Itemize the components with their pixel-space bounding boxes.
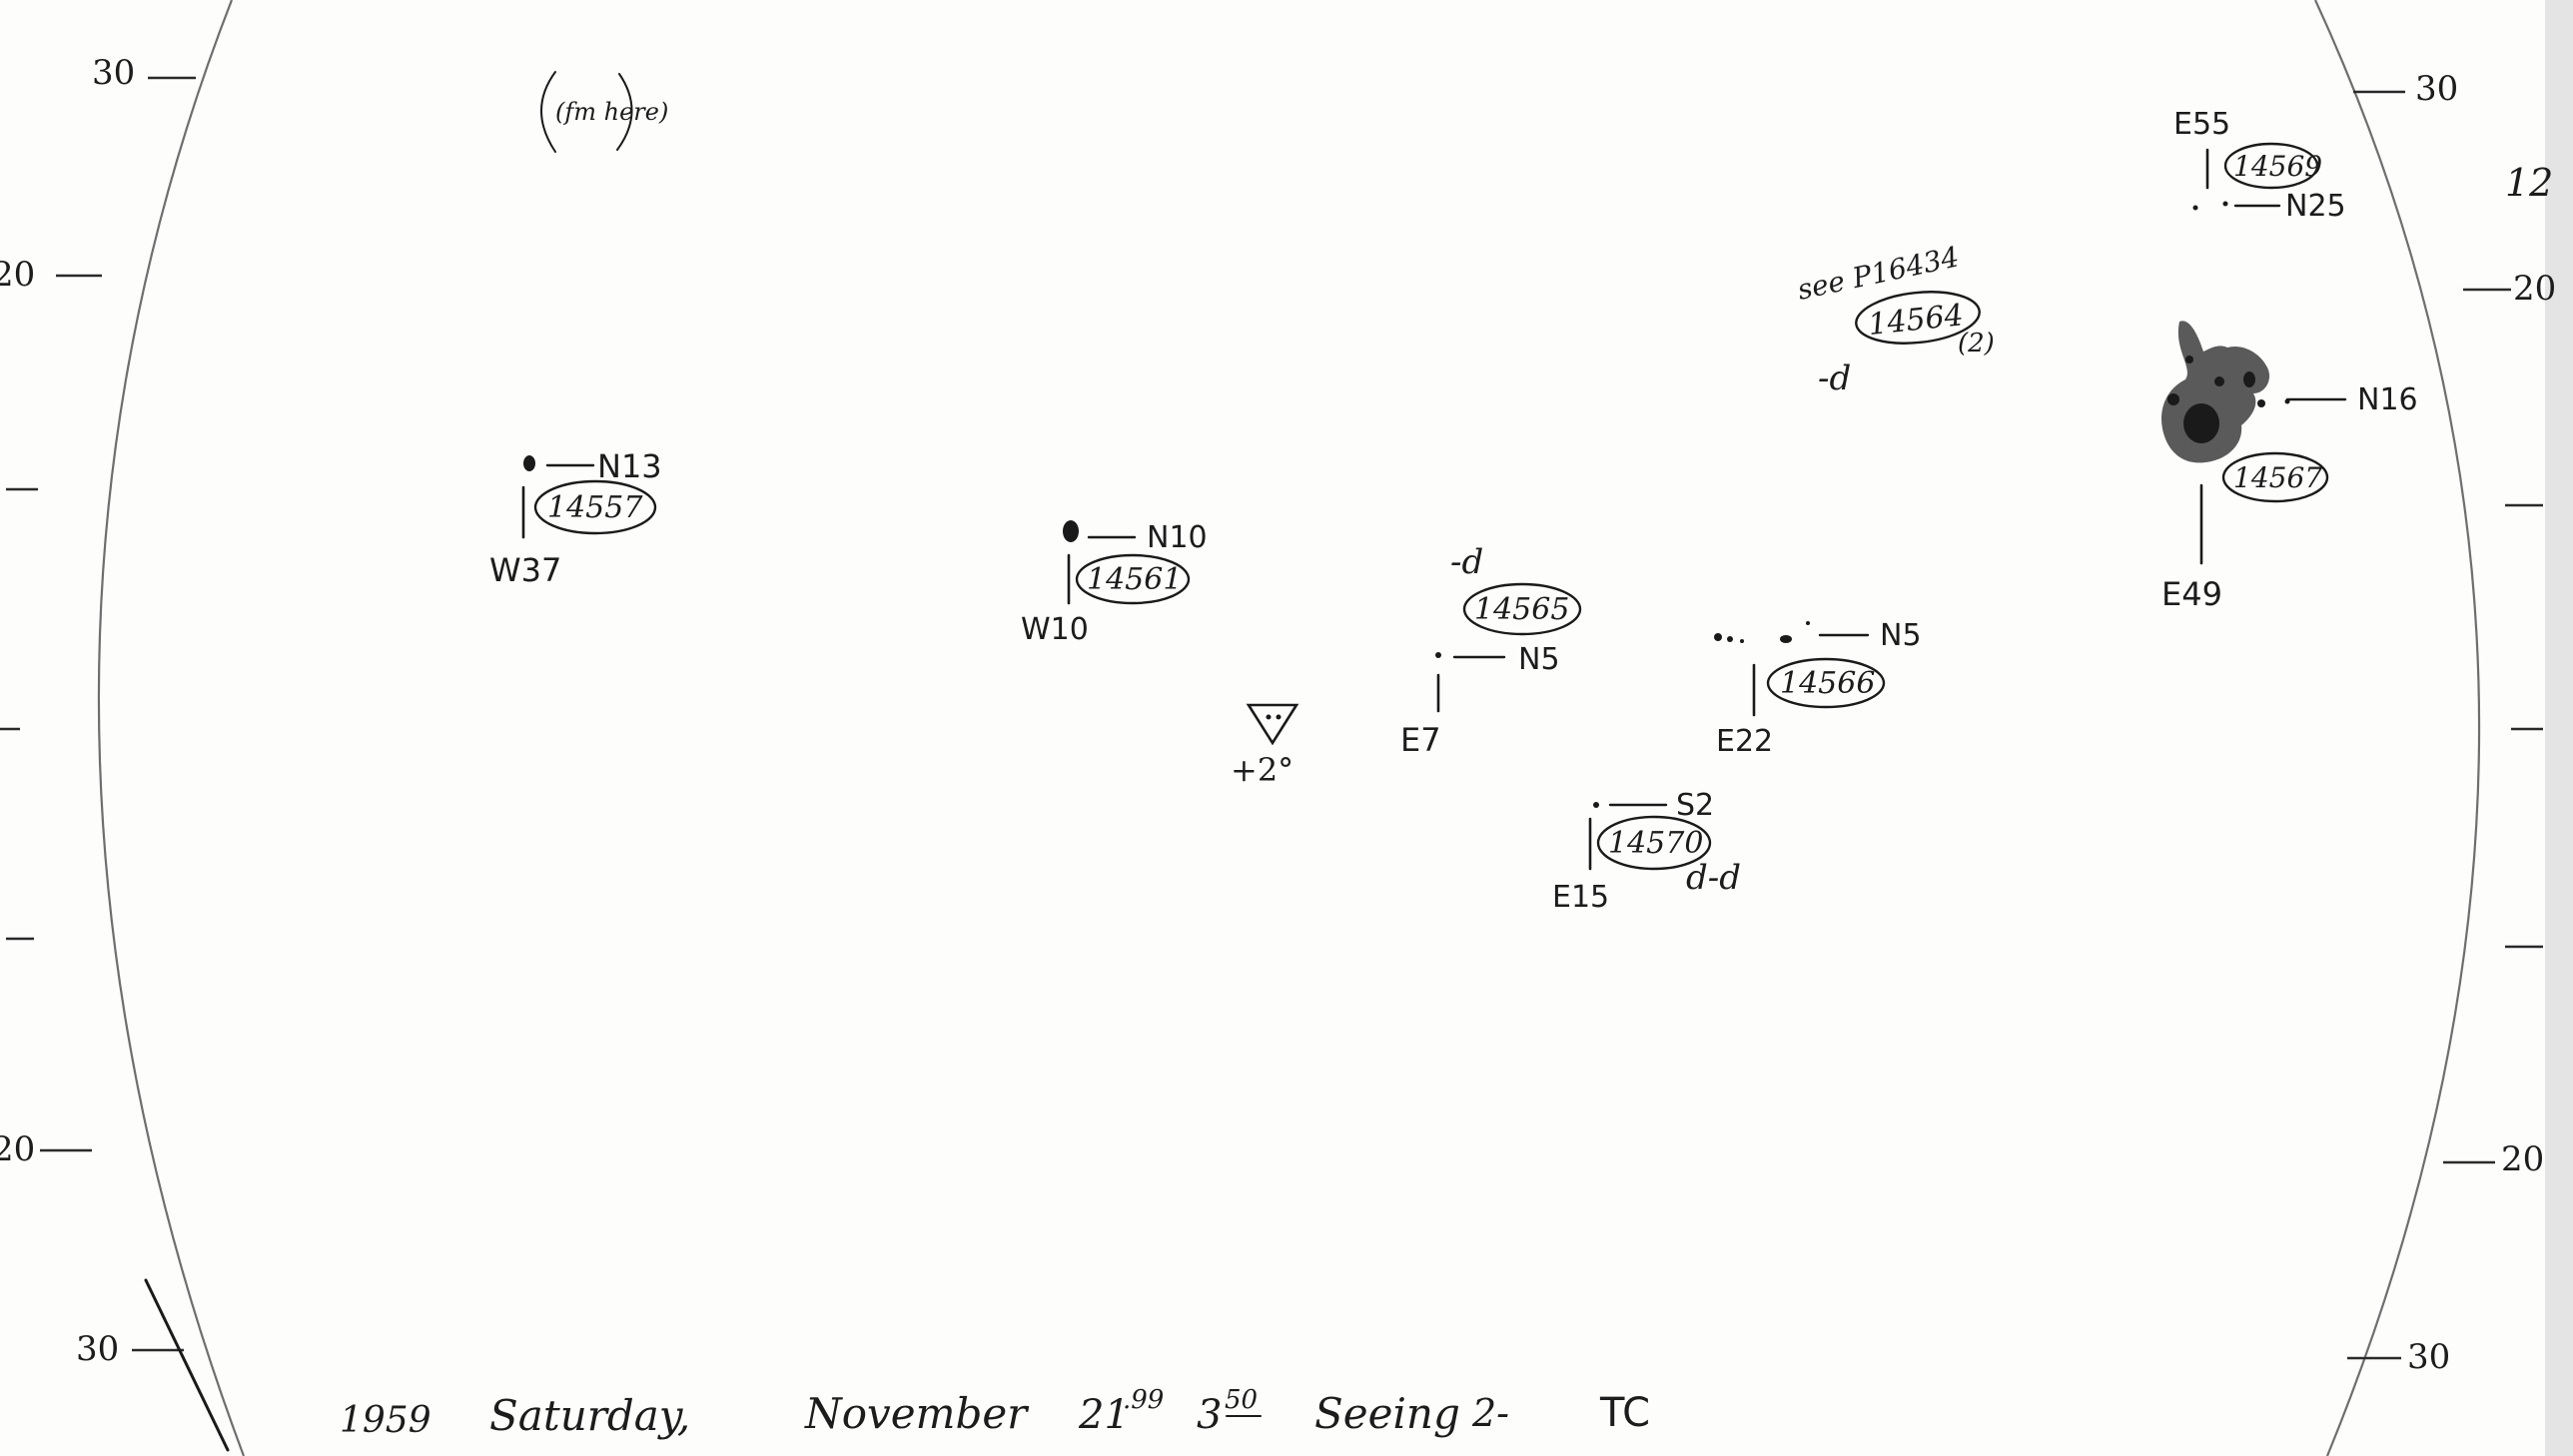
left-lat-label: 30 [92,53,135,93]
left-latitude-scale: 30 20 20 30 [0,53,230,1452]
sunspot-group-14564: see P16434 14564 (2) -d [1795,240,1995,398]
longitude-label: E55 [2173,107,2230,142]
page-edge-shadow [2545,0,2573,1456]
sunspot [1714,633,1722,641]
group-suffix: (2) [1958,329,1995,359]
group-note: -d [1818,359,1851,398]
observation-caption: 1959 Saturday, November 21 .99 3 50 Seei… [340,1385,1650,1441]
sunspot [1435,652,1441,658]
sunspot-umbra [2183,403,2219,443]
from-here-text: (fm here) [555,98,668,126]
group-number-oval [1596,815,1712,871]
sunspot [1727,636,1733,642]
group-number: 14565 [1474,592,1569,627]
group-note: d-d [1686,858,1741,898]
sunspot-group-14566: N5 14566 E22 [1714,618,1922,759]
group-number-oval [1075,553,1191,605]
longitude-label: E15 [1552,880,1609,915]
sunspot-group-14557: N13 14557 W37 [489,447,662,589]
caption-weekday: Saturday, [489,1391,690,1440]
page-number: 12 [2505,161,2553,205]
sunspot [1593,802,1599,808]
caption-hour: 3 [1197,1392,1222,1438]
group-number-oval [533,479,657,535]
group-number: 14566 [1780,666,1875,701]
group-number-oval [1766,657,1886,709]
sunspot [1063,520,1079,542]
sunspot-umbra [2214,376,2224,386]
group-number: 14570 [1608,826,1703,861]
group-number: 14567 [2233,461,2322,494]
caption-observer: TC [1599,1390,1650,1436]
sunspot [2222,201,2228,207]
sunspot-umbra [2167,393,2179,405]
group-number-oval [1855,291,1981,345]
caption-day-fraction: .99 [1123,1385,1164,1415]
solar-limb-left [97,0,246,1456]
sunspot [2257,399,2265,407]
longitude-label: E49 [2161,575,2222,613]
caption-month: November [804,1389,1030,1438]
latitude-label: S2 [1676,788,1714,823]
sunspot-umbra [2243,371,2255,387]
caption-minute: 50 [1225,1385,1258,1415]
latitude-label: N5 [1518,642,1560,677]
sunspot-group-14561: N10 14561 W10 [1021,520,1208,647]
left-lat-label: 20 [0,255,35,295]
caption-day: 21 [1078,1392,1130,1438]
right-latitude-scale: 30 20 20 30 [2347,69,2556,1377]
right-lat-label: 30 [2407,1337,2450,1377]
sunspot-umbra [2185,356,2193,364]
sunspot-group-14567: N16 14567 E49 [2161,321,2418,613]
caption-year: 1959 [340,1400,431,1441]
right-lat-label: 20 [2513,269,2556,309]
group-number: 14569 [2233,150,2322,183]
solar-limb-right [2314,0,2481,1456]
caption-seeing-value: 2- [1471,1391,1509,1435]
group-note: -d [1450,542,1483,582]
pole-angle-marker: +2° [1231,703,1299,789]
group-number: 14561 [1087,562,1182,597]
group-number-oval [1462,582,1582,636]
sunspot-group-14570: S2 14570 d-d E15 [1552,788,1741,915]
right-lat-label: 30 [2415,69,2458,109]
sunspot [1780,635,1792,643]
right-lat-label: 20 [2501,1139,2544,1179]
latitude-label: N16 [2357,382,2418,417]
sunspot [523,455,535,471]
longitude-label: W37 [489,551,561,589]
sunspot-group-14565: -d 14565 N5 E7 [1400,542,1582,759]
sunspot-group-14569: E55 14569 N25 [2173,107,2346,224]
sunspot-penumbra [2161,321,2270,463]
latitude-label: N5 [1880,618,1922,653]
latitude-label: N10 [1147,520,1208,555]
longitude-label: E22 [1716,724,1773,759]
sunspot [1806,621,1810,625]
left-lat-label: 30 [76,1329,119,1369]
group-number-oval [2223,142,2319,190]
sunspot [1740,639,1744,643]
left-lat-label: 20 [0,1129,35,1169]
pole-angle-text: +2° [1231,751,1293,789]
latitude-label: N25 [2285,189,2346,224]
sunspot [2192,205,2198,211]
group-number-oval [2221,451,2329,503]
from-here-note: (fm here) [540,71,668,153]
longitude-label: W10 [1021,612,1089,647]
longitude-label: E7 [1400,721,1441,759]
latitude-label: N13 [597,447,662,485]
caption-seeing-label: Seeing [1314,1389,1460,1438]
group-number: 14557 [547,490,643,525]
see-reference: see P16434 [1795,240,1963,306]
